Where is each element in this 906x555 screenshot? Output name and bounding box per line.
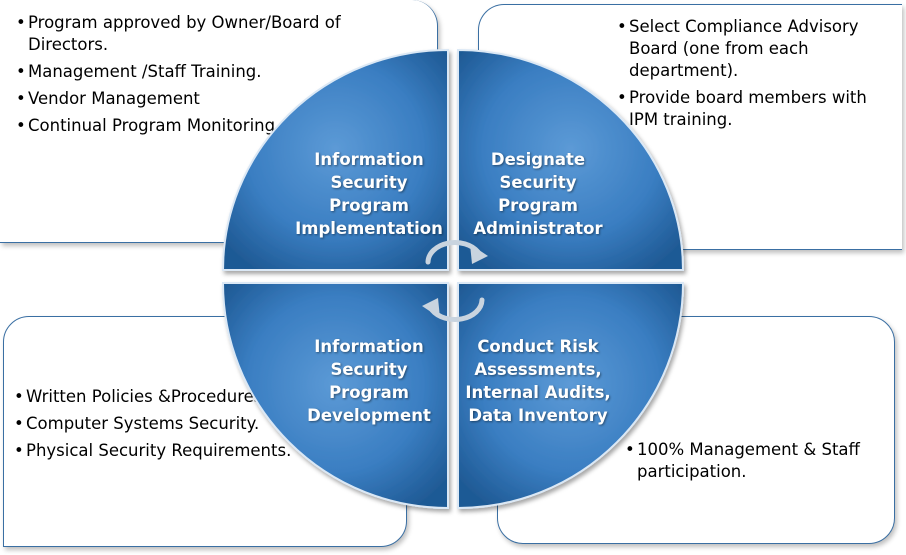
list-item: Continual Program Monitoring. (16, 115, 416, 137)
list-item: Management /Staff Training. (16, 61, 416, 83)
list-item: Program approved by Owner/Board of Direc… (16, 12, 416, 56)
bottom-left-list: Written Policies &Procedures. Computer S… (14, 386, 394, 467)
list-item: Physical Security Requirements. (14, 440, 394, 462)
arrowhead-icon (470, 244, 488, 264)
quadrant-top-left (221, 48, 449, 271)
list-item: Vendor Management (16, 88, 416, 110)
quadrant-label-development: Information Security Program Development (307, 337, 431, 425)
bottom-right-list: 100% Management & Staff participation. (625, 439, 885, 488)
quadrant-label-administrator: Designate Security Program Administrator (473, 150, 603, 238)
top-left-list: Program approved by Owner/Board of Direc… (16, 12, 416, 142)
quadrant-label-implementation: Information Security Program Implementat… (295, 150, 443, 238)
quadrant-bottom-left (221, 282, 449, 510)
quadrant-bottom-right (457, 282, 685, 510)
top-right-list: Select Compliance Advisory Board (one fr… (617, 16, 892, 136)
list-item: 100% Management & Staff participation. (625, 439, 885, 483)
list-item: Provide board members with IPM training. (617, 87, 892, 131)
list-item: Written Policies &Procedures. (14, 386, 394, 408)
quadrant-top-right (457, 48, 685, 271)
list-item: Computer Systems Security. (14, 413, 394, 435)
quadrant-label-risk-assessments: Conduct Risk Assessments, Internal Audit… (465, 337, 611, 425)
list-item: Select Compliance Advisory Board (one fr… (617, 16, 892, 82)
arrowhead-icon (422, 298, 440, 318)
